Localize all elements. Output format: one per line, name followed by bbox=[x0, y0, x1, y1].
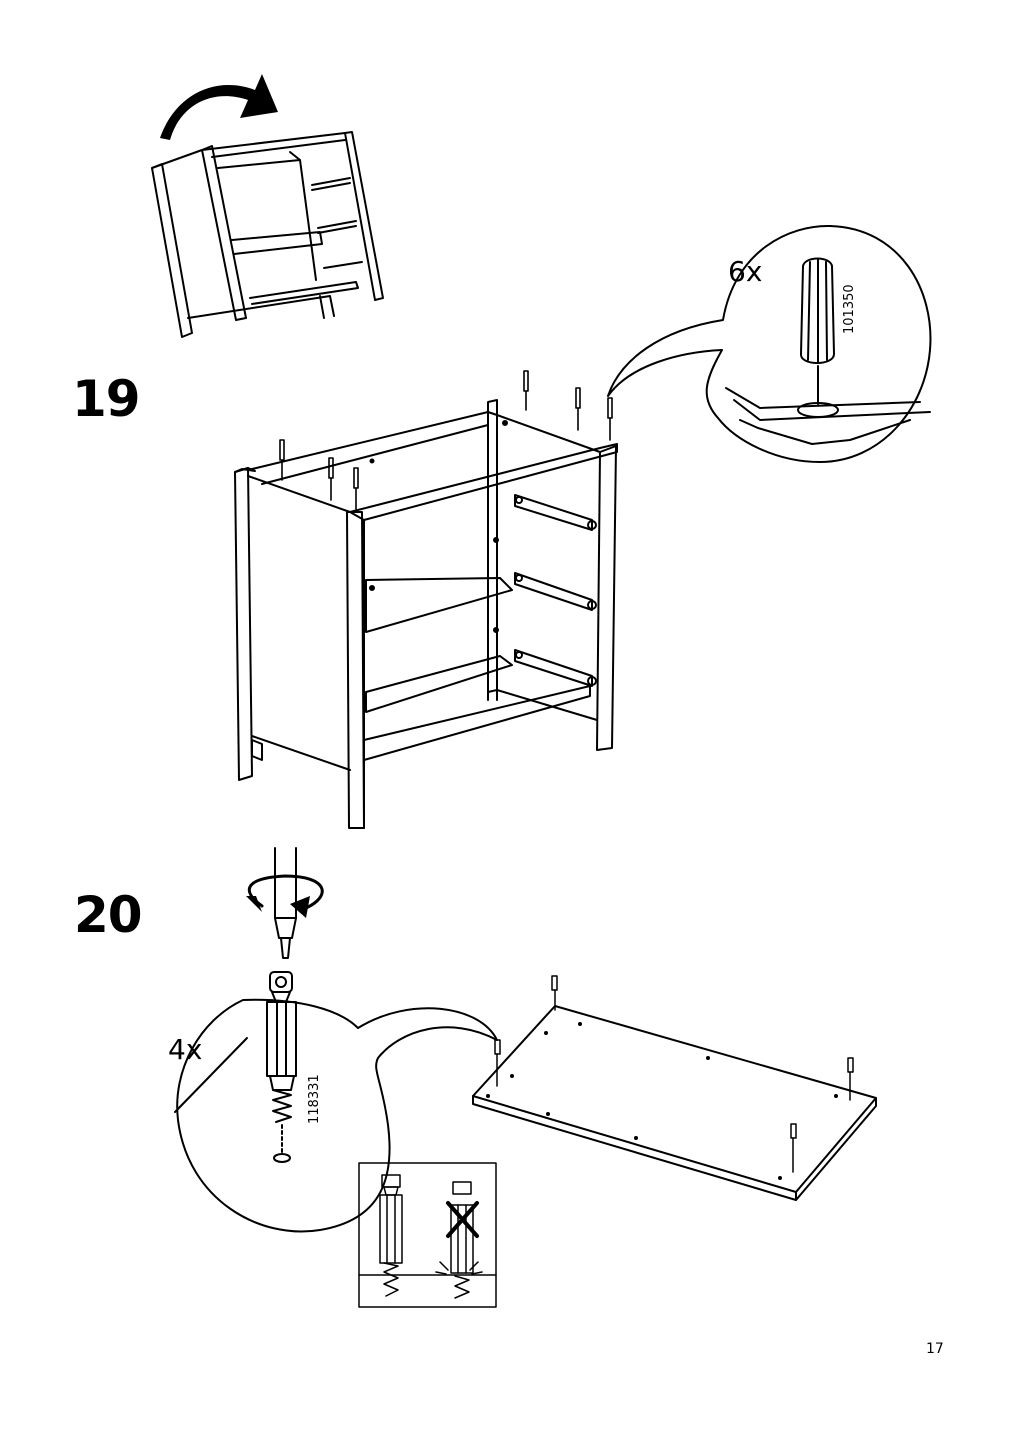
base-panel bbox=[472, 975, 877, 1201]
step-19-detail-callout bbox=[607, 224, 932, 463]
cam-dowel-118331 bbox=[266, 971, 297, 1163]
step-number-19: 19 bbox=[72, 370, 141, 428]
step-number-20: 20 bbox=[74, 886, 143, 944]
rotate-arrow-icon bbox=[248, 874, 324, 910]
page-number: 17 bbox=[926, 1341, 944, 1357]
dowel-101350 bbox=[800, 257, 835, 364]
part-number-101350: 101350 bbox=[842, 284, 857, 334]
step-20-illustration bbox=[174, 847, 877, 1308]
step-19-cabinet-illustration bbox=[234, 370, 618, 829]
quantity-label-step-19: 6x bbox=[728, 255, 763, 288]
wrong-x-icon bbox=[446, 1201, 479, 1238]
part-number-118331: 118331 bbox=[307, 1074, 322, 1124]
correct-incorrect-inset bbox=[358, 1162, 497, 1308]
drawer-runners bbox=[514, 494, 597, 687]
step-20-detail-callout bbox=[176, 998, 498, 1233]
wood-dowels bbox=[279, 370, 613, 513]
quantity-label-step-20: 4x bbox=[168, 1033, 203, 1066]
flip-arrow-icon bbox=[160, 74, 278, 140]
flip-cabinet-illustration bbox=[151, 74, 384, 338]
